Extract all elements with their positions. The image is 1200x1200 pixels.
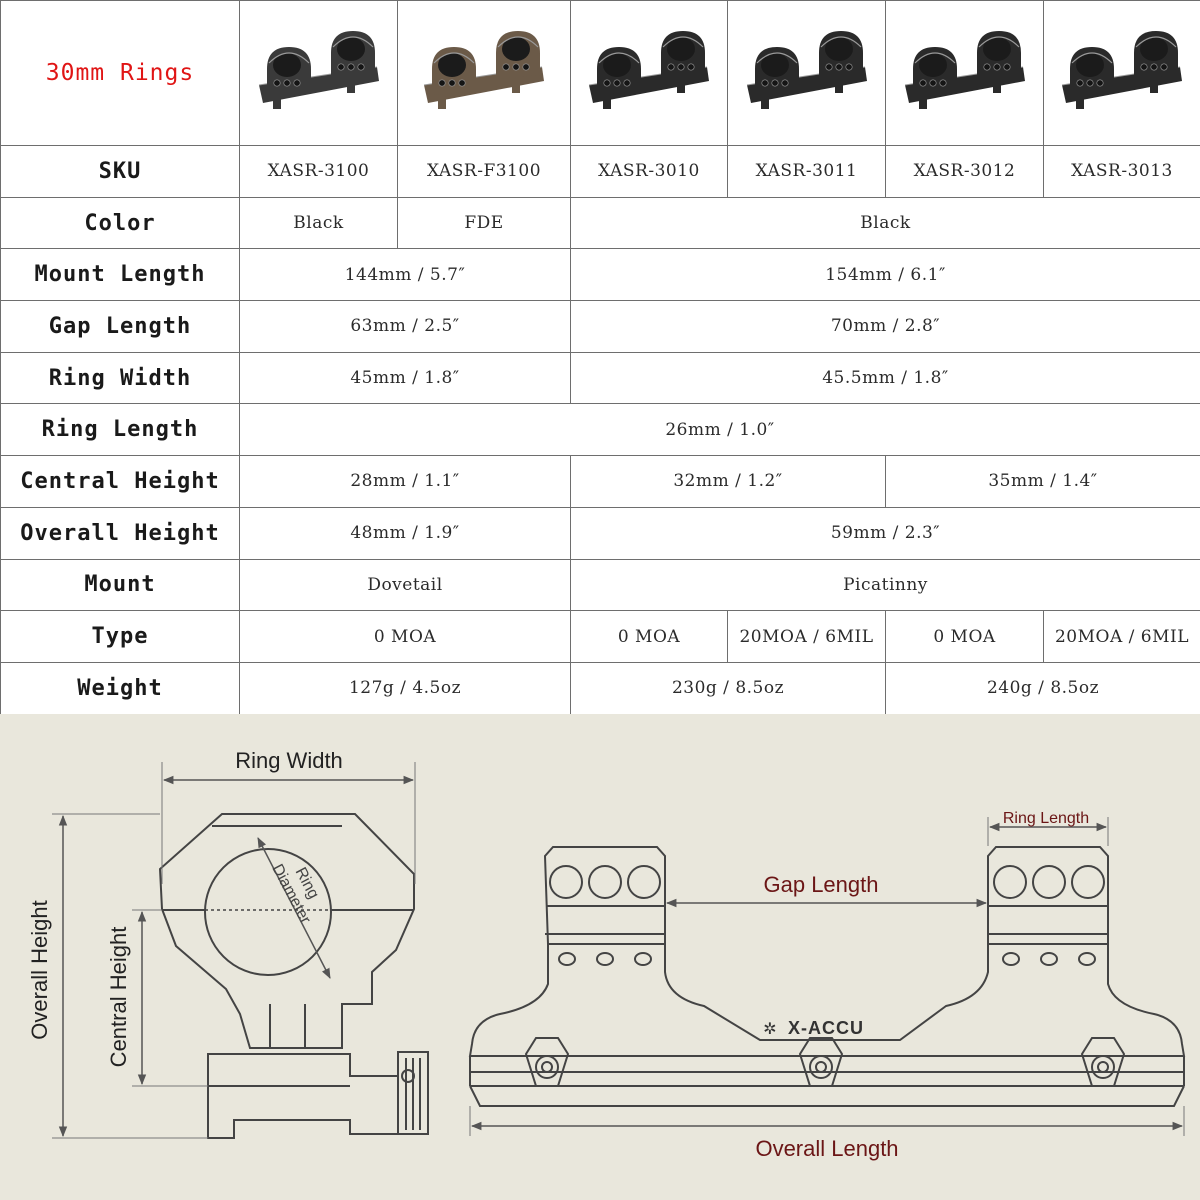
ring-length-row: Ring Length 26mm / 1.0″ — [0, 403, 1200, 457]
overall-height-row: Overall Height 48mm / 1.9″ 59mm / 2.3″ — [0, 506, 1200, 560]
scope-mount-black-icon — [904, 31, 1025, 109]
ring-end-view — [158, 813, 429, 1139]
product-image-cell — [727, 0, 886, 146]
row-label: Ring Width — [0, 351, 240, 405]
product-image-row: 30mm Rings — [0, 0, 1200, 146]
brand-star-icon: ✲ — [763, 1019, 776, 1038]
overall-length-label: Overall Length — [755, 1136, 898, 1161]
technical-drawing-panel: Ring Diameter Ring Width Overall Height … — [0, 714, 1200, 1200]
color-cell: Black — [570, 196, 1200, 250]
ring-length-label: Ring Length — [1003, 810, 1089, 827]
product-image-cell — [397, 0, 571, 146]
row-label: Central Height — [0, 455, 240, 508]
scope-mount-black-icon — [588, 31, 709, 109]
weight-row: Weight 127g / 4.5oz 230g / 8.5oz 240g / … — [0, 661, 1200, 715]
brand-logo: X-ACCU — [788, 1018, 864, 1038]
ring-length-cell: 26mm / 1.0″ — [239, 403, 1200, 457]
clamp-nuts — [524, 1037, 1126, 1087]
color-cell: FDE — [397, 196, 571, 250]
type-cell: 20MOA / 6MIL — [727, 610, 886, 663]
weight-cell: 230g / 8.5oz — [570, 661, 886, 715]
overall-height-label: Overall Height — [27, 900, 52, 1039]
mount-cell: Picatinny — [570, 558, 1200, 612]
row-label: Color — [0, 196, 240, 250]
central-height-row: Central Height 28mm / 1.1″ 32mm / 1.2″ 3… — [0, 455, 1200, 508]
ring-cap-screws — [549, 865, 1105, 966]
sku-cell: XASR-3013 — [1043, 145, 1200, 198]
type-cell: 0 MOA — [885, 610, 1044, 663]
row-label: SKU — [0, 145, 240, 198]
gap-length-label: Gap Length — [764, 872, 879, 897]
overall-height-cell: 59mm / 2.3″ — [570, 506, 1200, 560]
sku-row: SKU XASR-3100 XASR-F3100 XASR-3010 XASR-… — [0, 145, 1200, 198]
color-row: Color Black FDE Black — [0, 196, 1200, 250]
gap-length-row: Gap Length 63mm / 2.5″ 70mm / 2.8″ — [0, 300, 1200, 353]
row-label: Type — [0, 610, 240, 663]
product-image-cell — [885, 0, 1044, 146]
table-title: 30mm Rings — [0, 0, 240, 146]
row-label: Gap Length — [0, 300, 240, 353]
sku-cell: XASR-3011 — [727, 145, 886, 198]
gap-length-cell: 63mm / 2.5″ — [239, 300, 571, 353]
overall-height-cell: 48mm / 1.9″ — [239, 506, 571, 560]
sku-cell: XASR-3010 — [570, 145, 728, 198]
scope-mount-black-icon — [1061, 31, 1182, 109]
row-label: Weight — [0, 661, 240, 715]
ring-width-cell: 45.5mm / 1.8″ — [570, 351, 1200, 405]
scope-mount-black-icon — [258, 31, 379, 109]
mount-row: Mount Dovetail Picatinny — [0, 558, 1200, 612]
sku-cell: XASR-F3100 — [397, 145, 571, 198]
scope-mount-fde-icon — [423, 31, 544, 109]
central-height-label: Central Height — [106, 927, 131, 1068]
row-label: Mount — [0, 558, 240, 612]
product-image-cell — [239, 0, 398, 146]
color-cell: Black — [239, 196, 398, 250]
scope-mount-black-icon — [746, 31, 867, 109]
central-height-cell: 35mm / 1.4″ — [885, 455, 1200, 508]
gap-length-cell: 70mm / 2.8″ — [570, 300, 1200, 353]
row-label: Mount Length — [0, 248, 240, 302]
product-image-cell — [570, 0, 728, 146]
row-label: Overall Height — [0, 506, 240, 560]
mount-length-row: Mount Length 144mm / 5.7″ 154mm / 6.1″ — [0, 248, 1200, 302]
central-height-cell: 32mm / 1.2″ — [570, 455, 886, 508]
ring-width-label: Ring Width — [235, 748, 343, 773]
row-label: Ring Length — [0, 403, 240, 457]
mount-length-cell: 144mm / 5.7″ — [239, 248, 571, 302]
ring-diameter-label: Ring Diameter — [268, 853, 331, 928]
type-cell: 0 MOA — [570, 610, 728, 663]
central-height-cell: 28mm / 1.1″ — [239, 455, 571, 508]
ring-width-row: Ring Width 45mm / 1.8″ 45.5mm / 1.8″ — [0, 351, 1200, 405]
sku-cell: XASR-3012 — [885, 145, 1044, 198]
mount-cell: Dovetail — [239, 558, 571, 612]
product-image-cell — [1043, 0, 1200, 146]
mount-length-cell: 154mm / 6.1″ — [570, 248, 1200, 302]
weight-cell: 127g / 4.5oz — [239, 661, 571, 715]
weight-cell: 240g / 8.5oz — [885, 661, 1200, 715]
technical-drawing: Ring Diameter Ring Width Overall Height … — [27, 748, 1186, 1161]
type-cell: 20MOA / 6MIL — [1043, 610, 1200, 663]
type-cell: 0 MOA — [239, 610, 571, 663]
sku-cell: XASR-3100 — [239, 145, 398, 198]
ring-width-cell: 45mm / 1.8″ — [239, 351, 571, 405]
type-row: Type 0 MOA 0 MOA 20MOA / 6MIL 0 MOA 20MO… — [0, 610, 1200, 663]
spec-table: 30mm Rings SKU XASR-3100 XASR-F3100 XASR… — [0, 0, 1200, 715]
